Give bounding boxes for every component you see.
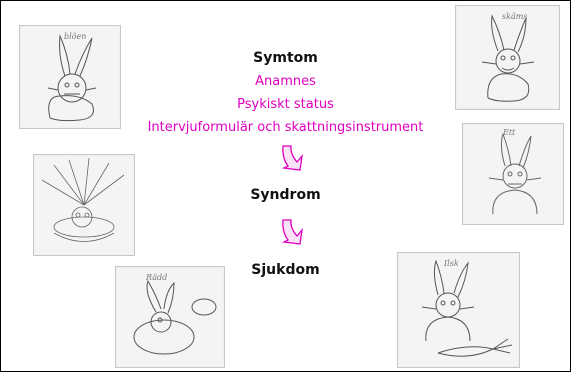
bunny-sketch-middle-right: Ett	[462, 123, 564, 225]
stage-symtom-title: Symtom	[0, 50, 571, 66]
symtom-item-intervjuformular: Intervjuformulär och skattningsinstrumen…	[0, 120, 571, 135]
symtom-item-psykiskt-status: Psykiskt status	[0, 97, 571, 112]
bunny-drawing	[116, 267, 224, 367]
arrow-symtom-to-syndrom	[280, 144, 306, 174]
symtom-item-anamnes: Anamnes	[0, 74, 571, 89]
bunny-drawing	[34, 155, 134, 255]
stage-syndrom-title: Syndrom	[0, 187, 571, 203]
bunny-sketch-middle-left	[33, 154, 135, 256]
bunny-drawing	[463, 124, 563, 224]
arrow-syndrom-to-sjukdom	[280, 218, 306, 248]
bunny-sketch-bottom-left: Rädd	[115, 266, 225, 368]
stage-sjukdom-title: Sjukdom	[0, 262, 571, 278]
